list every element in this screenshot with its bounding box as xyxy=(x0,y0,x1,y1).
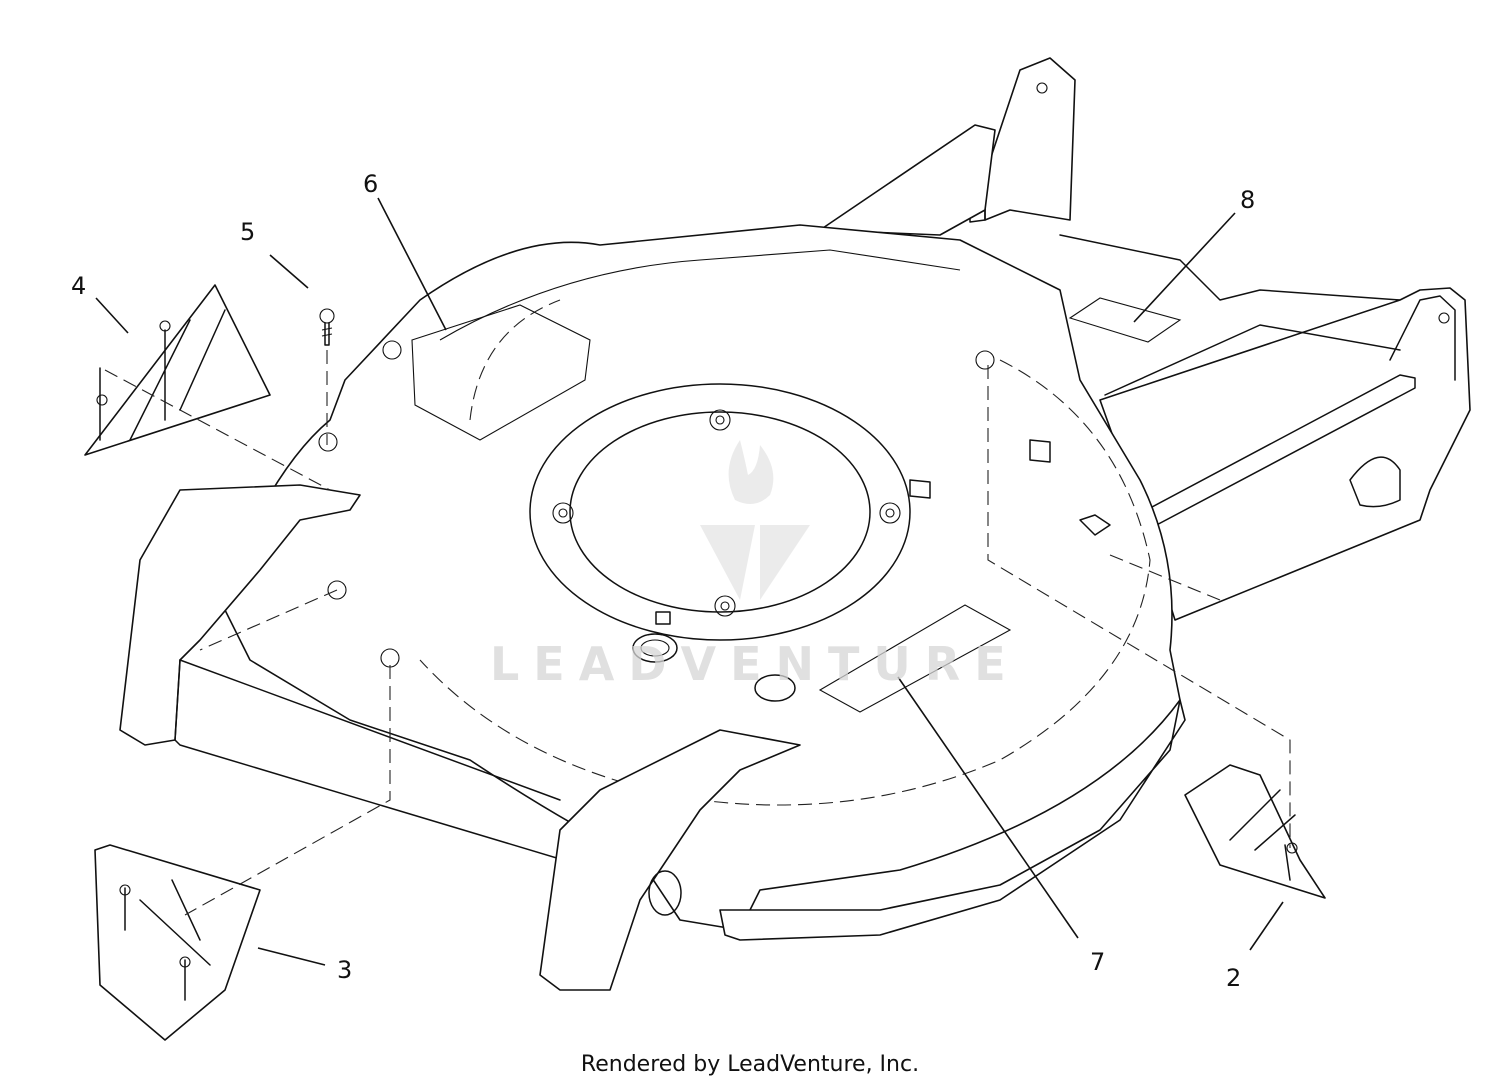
callout-3: 3 xyxy=(337,956,352,984)
baffle-part-4 xyxy=(84,284,271,456)
baffle-part-3 xyxy=(94,844,261,1041)
callout-8: 8 xyxy=(1240,186,1255,214)
screw-part-5 xyxy=(319,308,335,346)
callout-7: 7 xyxy=(1090,948,1105,976)
baffle-part-2 xyxy=(1184,764,1326,899)
leader-lines xyxy=(95,197,1284,966)
render-credit: Rendered by LeadVenture, Inc. xyxy=(580,1052,920,1077)
callout-2: 2 xyxy=(1226,964,1241,992)
callout-5: 5 xyxy=(240,218,255,246)
mower-deck xyxy=(119,57,1471,991)
callout-6: 6 xyxy=(363,170,378,198)
callout-4: 4 xyxy=(71,272,86,300)
watermark-text: LEADVENTURE xyxy=(490,637,1020,691)
alignment-lines xyxy=(104,350,1291,916)
leadventure-watermark: LEADVENTURE xyxy=(490,440,1020,691)
